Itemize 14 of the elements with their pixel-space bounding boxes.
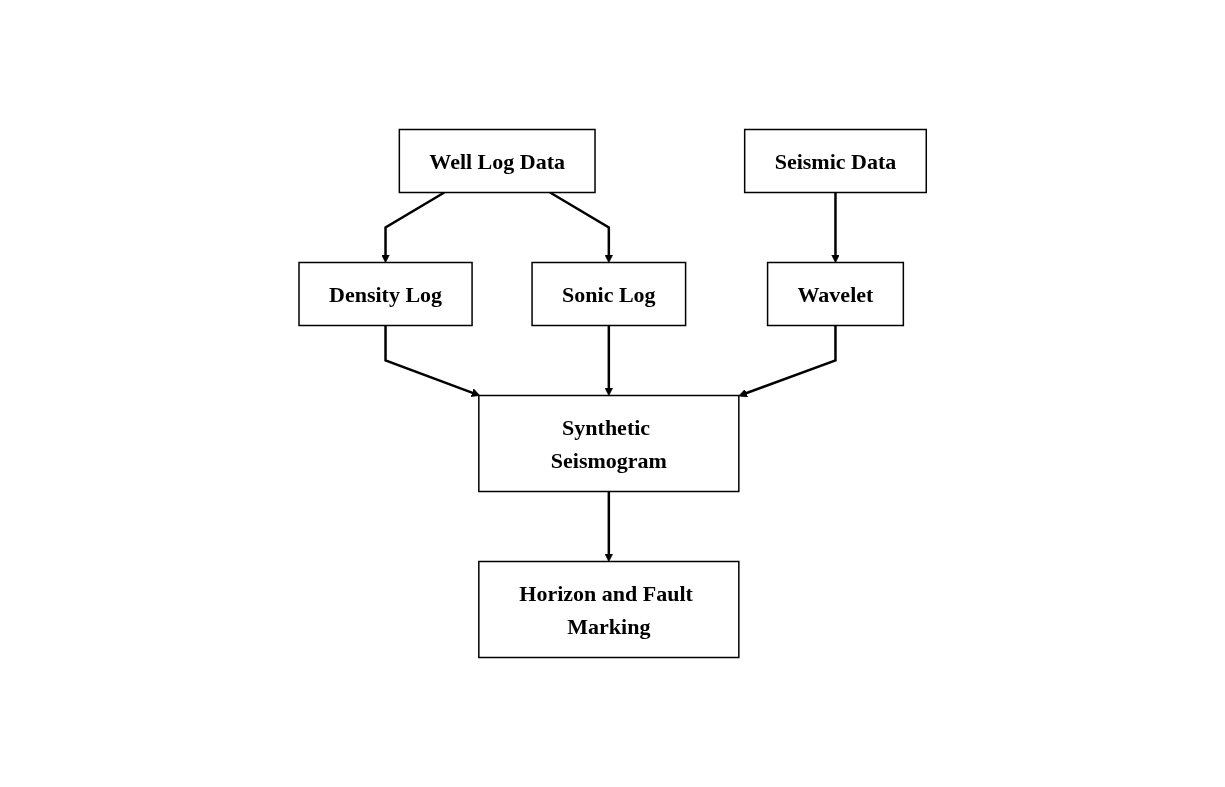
node-box: Synthetic Seismogram [477,394,740,493]
arrow [830,192,840,263]
node-box: Wavelet [766,261,904,327]
arrow [604,491,614,562]
node-box: Seismic Data [743,128,927,194]
arrow [738,325,837,398]
node-box: Horizon and Fault Marking [477,560,740,659]
arrow [549,191,614,263]
node-box: Sonic Log [531,261,687,327]
node-box: Density Log [298,261,473,327]
arrow [384,325,480,397]
node-box: Well Log Data [398,128,596,194]
arrow [604,325,614,396]
arrow [381,191,445,263]
